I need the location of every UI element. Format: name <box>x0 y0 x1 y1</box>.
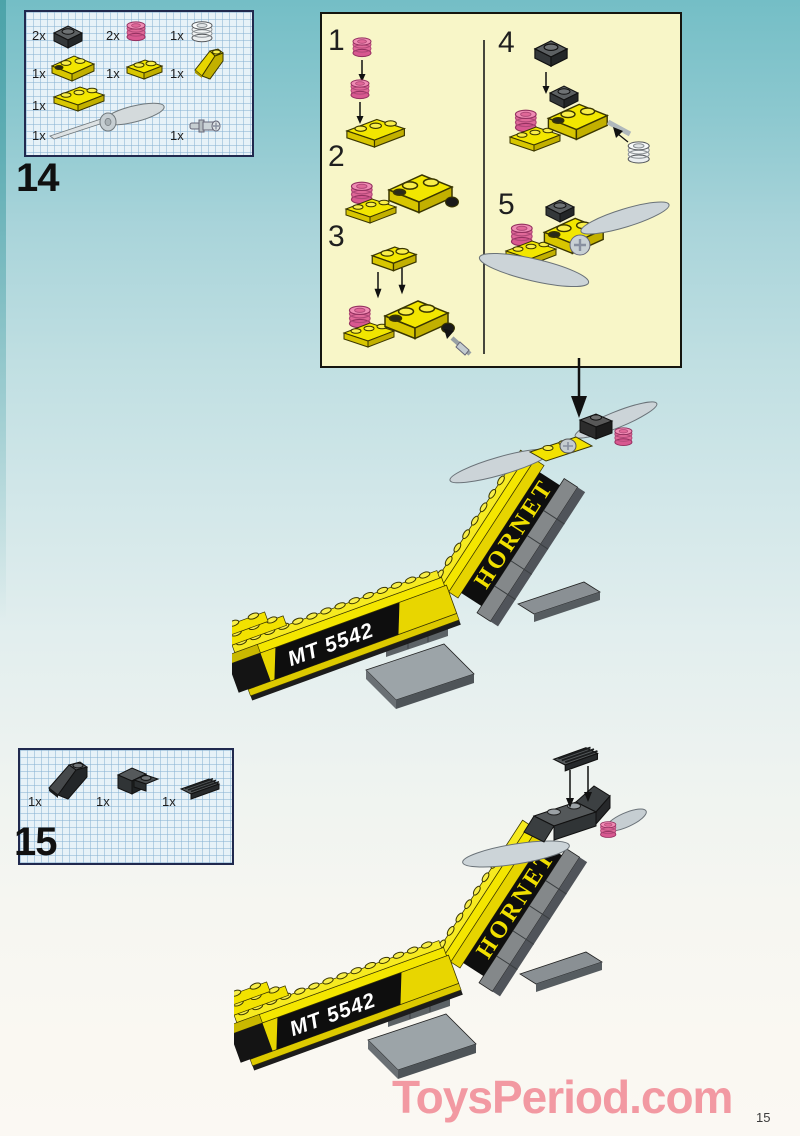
yellow-swivel-plate-2x2-icon <box>51 55 95 82</box>
substep-4-number: 4 <box>498 26 515 59</box>
parts-box-step14: 2x 2x 1x 1x 1x 1x 1x 1x 1x <box>24 10 254 157</box>
rotor-pink-stack <box>614 427 633 447</box>
white-round-plate-stack-icon <box>191 21 213 43</box>
part-count: 1x <box>170 128 184 143</box>
grille-placement <box>552 746 599 808</box>
page-number: 15 <box>756 1110 771 1125</box>
substep-1-diagram <box>346 37 405 148</box>
substep-3-number: 3 <box>328 220 345 253</box>
part-count: 1x <box>162 794 176 809</box>
part-count: 1x <box>32 128 46 143</box>
step14-label: 14 <box>16 156 59 200</box>
substep-5-number: 5 <box>498 188 515 221</box>
dark-gray-grille-1x2-icon <box>180 777 220 800</box>
rotor-dark-brick <box>578 413 614 440</box>
yellow-slope-brick-icon <box>194 48 224 80</box>
model-illustration-step14 <box>232 401 658 710</box>
dark-gray-plate-1x1-icon <box>53 25 83 49</box>
step15-label: 15 <box>14 820 57 864</box>
substep-2-number: 2 <box>328 140 345 173</box>
substep-3-diagram <box>343 246 472 356</box>
part-count: 2x <box>32 28 46 43</box>
dark-gray-bracket-1x1-icon <box>117 767 159 795</box>
part-count: 1x <box>28 794 42 809</box>
substep-4-diagram <box>509 40 650 164</box>
dark-gray-slope-brick-icon <box>48 761 88 800</box>
substep-1-number: 1 <box>328 24 345 57</box>
part-count: 1x <box>106 66 120 81</box>
parts-box-step15: 1x 1x 1x <box>18 748 234 865</box>
part-count: 1x <box>96 794 110 809</box>
yellow-plate-1x2-icon <box>126 59 163 80</box>
substep-diagrams <box>343 37 670 356</box>
assembly-arrow <box>571 358 587 418</box>
scan-edge <box>0 0 6 620</box>
part-count: 1x <box>32 98 46 113</box>
model-illustration-step15 <box>234 746 647 1080</box>
part-count: 1x <box>170 66 184 81</box>
main-rotor <box>449 401 658 484</box>
part-count: 1x <box>170 28 184 43</box>
substep-2-diagram <box>345 174 459 224</box>
gray-axle-pin-icon <box>189 119 221 133</box>
part-count: 2x <box>106 28 120 43</box>
mast-dark-assembly <box>523 785 617 843</box>
mast-pink-stack <box>600 821 617 838</box>
substep-5-diagram <box>478 199 670 288</box>
part-count: 1x <box>32 66 46 81</box>
magenta-round-brick-icon <box>126 21 146 42</box>
watermark: ToysPeriod.com <box>392 1071 733 1123</box>
subassembly-box: 1 2 3 4 5 <box>320 12 682 368</box>
propeller-blade-icon <box>49 100 166 140</box>
